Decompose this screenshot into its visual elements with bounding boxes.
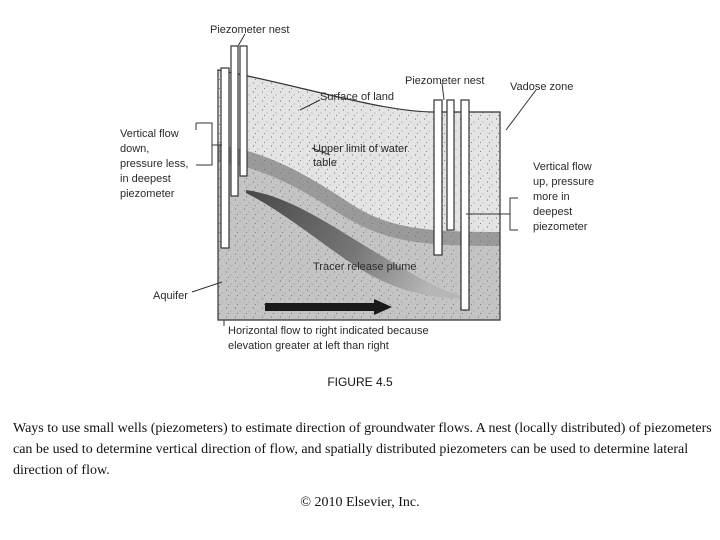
label-horizontal-flow-2: elevation greater at left than right — [228, 340, 389, 352]
tracer-plume — [246, 190, 470, 299]
piezometer-left-2 — [230, 45, 239, 197]
leader-lines — [191, 33, 537, 326]
label-vertical-flow-down-4: in deepest — [120, 173, 171, 185]
label-vertical-flow-up-3: more in — [533, 191, 570, 203]
figure-label: FIGURE 4.5 — [327, 375, 393, 389]
label-piezometer-nest-left: Piezometer nest — [210, 24, 289, 36]
piezometer-left-3 — [239, 45, 248, 177]
label-vertical-flow-down-3: pressure less, — [120, 158, 188, 170]
label-surface-of-land: Surface of land — [320, 91, 394, 103]
label-aquifer: Aquifer — [153, 290, 188, 302]
piezometer-nest-left — [220, 45, 248, 249]
label-vertical-flow-up-4: deepest — [533, 206, 572, 218]
figure-caption: Ways to use small wells (piezometers) to… — [13, 421, 712, 478]
label-vertical-flow-up-2: up, pressure — [533, 176, 594, 188]
label-vertical-flow-down-2: down, — [120, 143, 149, 155]
piezometer-right-2 — [446, 99, 455, 231]
horizontal-flow-arrow — [265, 299, 392, 315]
label-upper-limit-2: table — [313, 157, 337, 169]
label-upper-limit-1: Upper limit of water — [313, 143, 408, 155]
label-vertical-flow-up-1: Vertical flow — [533, 161, 592, 173]
label-piezometer-nest-right: Piezometer nest — [405, 75, 484, 87]
label-horizontal-flow-1: Horizontal flow to right indicated becau… — [228, 325, 429, 337]
label-vertical-flow-up-5: piezometer — [533, 221, 588, 233]
piezometer-right-1 — [433, 99, 443, 256]
piezometer-left-1 — [220, 67, 230, 249]
piezometer-nest-right — [433, 99, 470, 311]
label-vertical-flow-down-1: Vertical flow — [120, 128, 179, 140]
soil-texture — [218, 70, 500, 320]
label-tracer-plume: Tracer release plume — [313, 261, 417, 273]
label-vadose-zone: Vadose zone — [510, 81, 573, 93]
piezometer-right-3 — [460, 99, 470, 311]
groundwater-diagram: Piezometer nest Piezometer nest Vadose z… — [120, 24, 594, 352]
copyright-notice: © 2010 Elsevier, Inc. — [300, 495, 420, 510]
label-vertical-flow-down-5: piezometer — [120, 188, 175, 200]
